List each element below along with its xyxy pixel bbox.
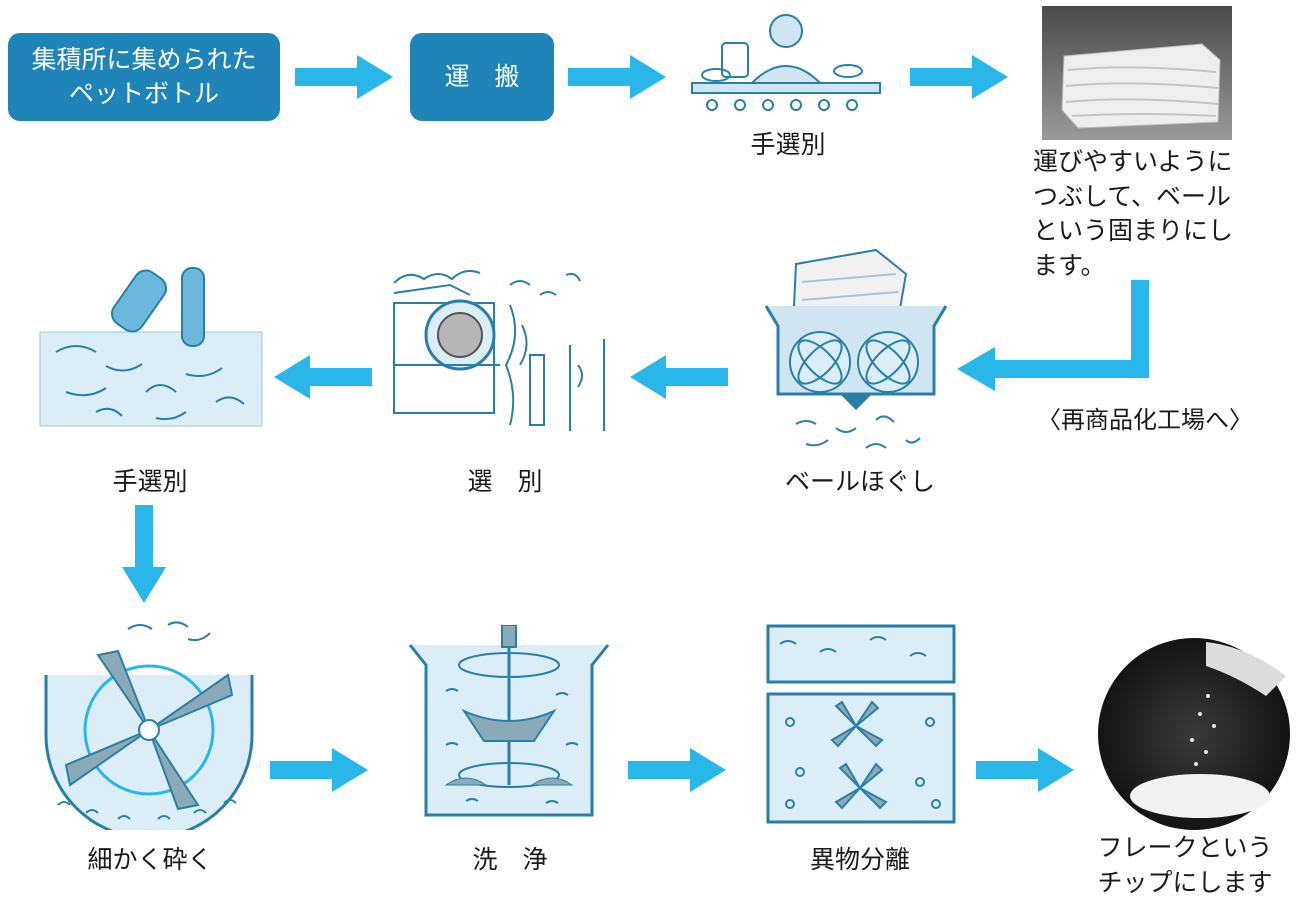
flake-label: フレークという チップにします [1097,833,1273,897]
arrow-to-factory [957,280,1149,391]
factory-label: 〈再商品化工場へ〉 [1037,406,1253,434]
bale-breaking-illustration [764,248,948,449]
arrow-left-2 [274,355,372,399]
arrow-right-5 [628,748,726,792]
bale-photo [1042,6,1232,140]
source-box-pet-bottles: 集積所に集められた ペットボトル [8,33,280,121]
bale-break-label: ベールほぐし [784,467,935,496]
hand-sort-label-1: 手選別 [750,130,826,159]
sort-label: 選 別 [467,467,543,496]
arrow-right-3 [910,55,1008,99]
arrow-right-1 [295,55,393,99]
arrow-left-1 [630,355,728,399]
washing-tank-illustration [408,625,610,817]
arrow-right-4 [270,748,368,792]
arrow-right-2 [568,55,666,99]
separation-illustration [766,624,956,824]
wash-label: 洗 浄 [472,845,548,874]
crush-label: 細かく砕く [87,845,213,874]
hand-sorting-illustration [691,14,881,111]
flakes-photo [1098,638,1290,830]
hand-sort-label-2: 手選別 [112,467,188,496]
separation-label: 異物分離 [809,845,910,874]
sorting-machine-illustration [393,270,605,431]
arrow-right-6 [976,748,1074,792]
hand-sorting-table-illustration [39,267,263,427]
crusher-illustration [44,621,254,830]
transport-box: 運 搬 [410,33,554,121]
bale-caption: 運びやすいように つぶして、ベール という固まりにし ます。 [1033,147,1234,280]
arrow-down [122,505,166,603]
